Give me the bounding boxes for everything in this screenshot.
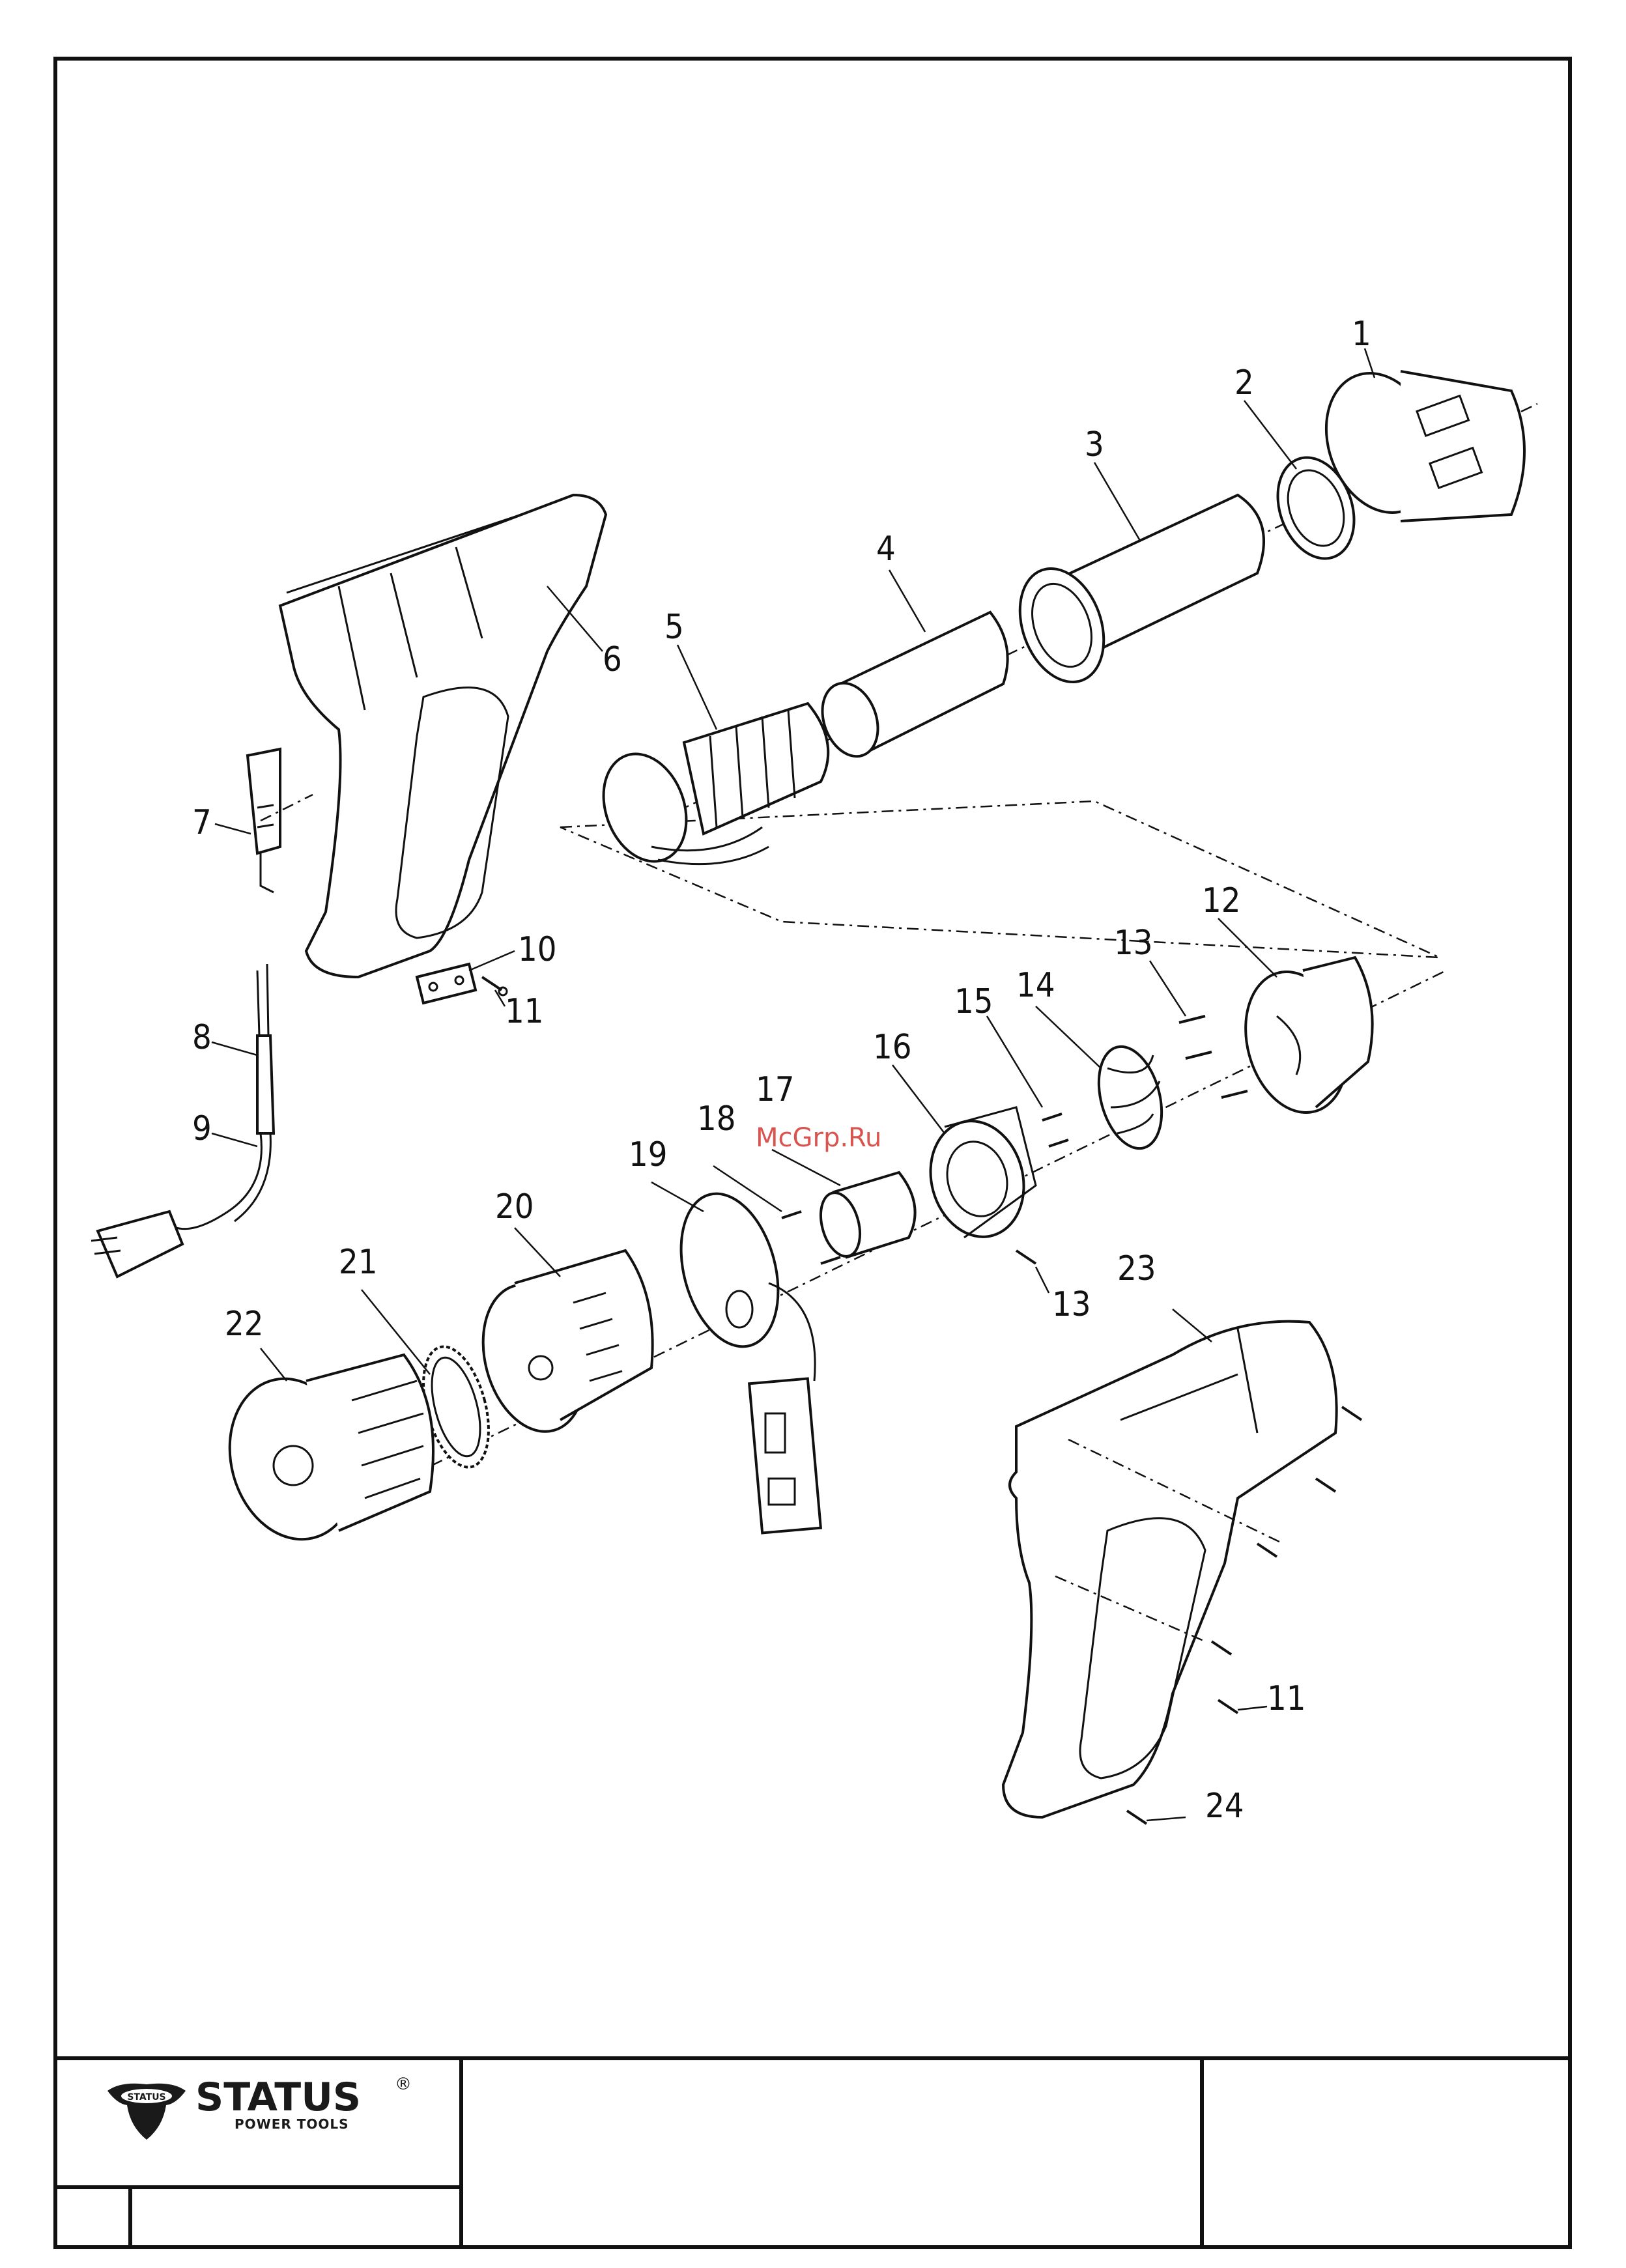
part-15-screws bbox=[1042, 1114, 1068, 1146]
part-5-heating-element bbox=[590, 703, 829, 873]
part-11-screw-a bbox=[482, 977, 507, 995]
part-23-housing-half bbox=[1003, 1322, 1337, 1817]
part-label-12: 12 bbox=[1202, 881, 1241, 920]
part-label-3: 3 bbox=[1085, 425, 1104, 464]
brand-registered-mark: ® bbox=[395, 2075, 412, 2094]
brand-logo: STATUS STATUS ® POWER TOOLS bbox=[107, 2075, 412, 2140]
part-10-cord-clamp bbox=[417, 964, 476, 1003]
part-19-control-board bbox=[665, 1183, 821, 1533]
part-label-19: 19 bbox=[629, 1135, 668, 1174]
watermark-text: McGrp.Ru bbox=[756, 1123, 881, 1153]
part-22-rear-cap bbox=[212, 1355, 433, 1553]
brand-tagline: POWER TOOLS bbox=[235, 2116, 349, 2132]
part-label-2: 2 bbox=[1234, 363, 1254, 403]
part-label-14: 14 bbox=[1016, 966, 1055, 1005]
part-label-11-b: 11 bbox=[1267, 1679, 1306, 1718]
part-label-22: 22 bbox=[225, 1305, 264, 1344]
part-label-15: 15 bbox=[954, 982, 993, 1021]
alignment-frame-lines bbox=[560, 801, 1440, 957]
part-label-1: 1 bbox=[1352, 315, 1371, 354]
part-4-mica-tube bbox=[813, 612, 1008, 764]
part-3-inner-tube bbox=[1005, 495, 1264, 694]
part-label-24: 24 bbox=[1205, 1787, 1244, 1826]
part-label-6: 6 bbox=[603, 640, 622, 679]
brand-badge-text: STATUS bbox=[127, 2092, 165, 2103]
part-13-screw-lower bbox=[1016, 1251, 1036, 1264]
part-label-11-a: 11 bbox=[505, 992, 544, 1031]
part-label-9: 9 bbox=[192, 1109, 212, 1148]
part-label-18: 18 bbox=[697, 1099, 736, 1139]
brand-name: STATUS bbox=[195, 2075, 361, 2120]
part-label-16: 16 bbox=[873, 1028, 912, 1067]
part-7-switch-bracket bbox=[248, 749, 280, 892]
part-6-housing-half bbox=[280, 495, 606, 977]
part-9-power-cord bbox=[91, 1133, 270, 1277]
part-label-7: 7 bbox=[192, 803, 212, 842]
part-label-21: 21 bbox=[339, 1243, 378, 1282]
part-label-13-b: 13 bbox=[1052, 1285, 1091, 1324]
part-12-fan-housing bbox=[1231, 957, 1373, 1124]
part-17-motor bbox=[814, 1172, 915, 1261]
part-label-5: 5 bbox=[664, 608, 684, 647]
part-label-8: 8 bbox=[192, 1018, 212, 1057]
part-label-4: 4 bbox=[876, 530, 896, 569]
part-label-20: 20 bbox=[495, 1187, 534, 1226]
part-label-13-a: 13 bbox=[1114, 924, 1153, 963]
part-label-10: 10 bbox=[518, 930, 557, 969]
part-20-switch-housing bbox=[468, 1251, 653, 1443]
part-label-17: 17 bbox=[756, 1070, 795, 1109]
part-label-23: 23 bbox=[1117, 1249, 1156, 1288]
part-16-motor-bracket bbox=[918, 1107, 1036, 1247]
part-8-cord-sleeve bbox=[257, 964, 274, 1133]
part-13-screws-upper bbox=[1179, 1016, 1248, 1098]
